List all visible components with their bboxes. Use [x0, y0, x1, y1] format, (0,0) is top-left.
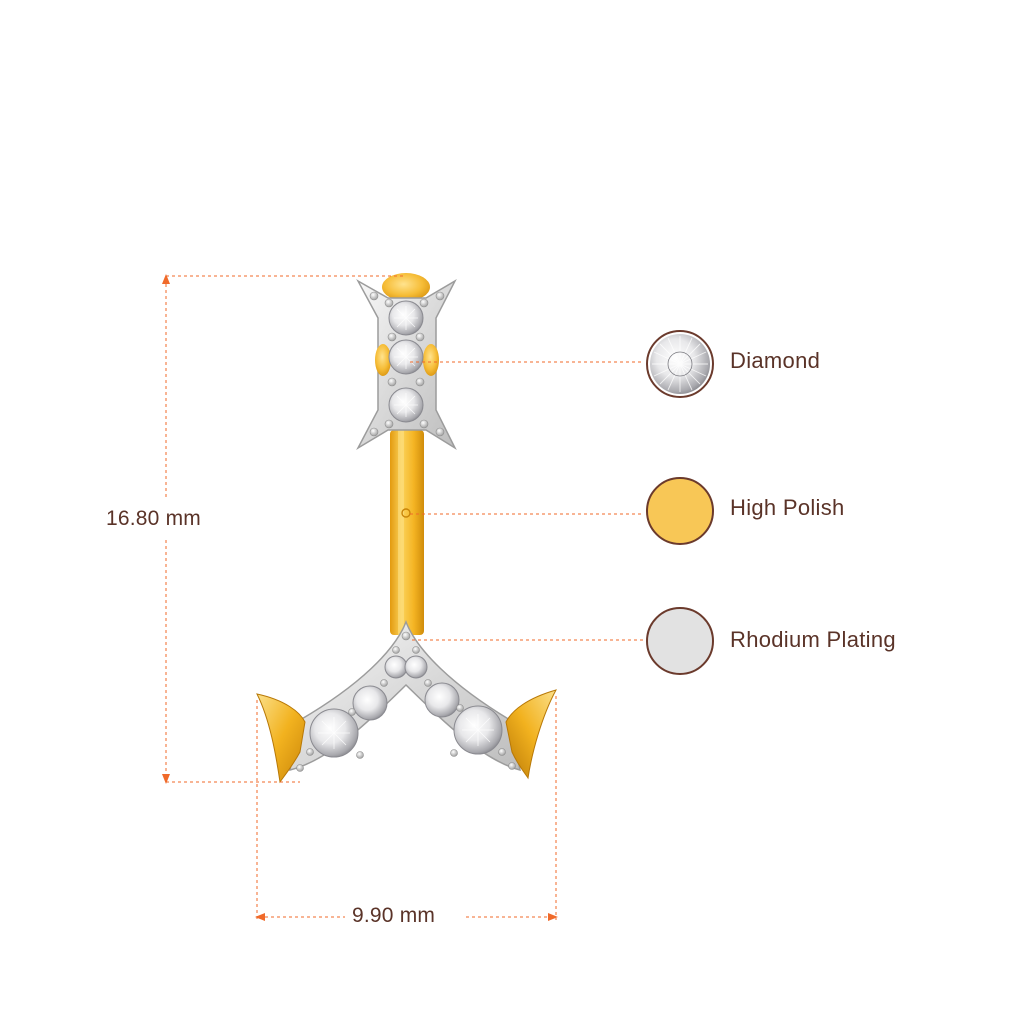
legend-label-diamond: Diamond [730, 348, 821, 373]
height-label: 16.80 mm [106, 507, 201, 531]
height-arrowheads [162, 274, 170, 784]
legend-leaders [410, 361, 644, 641]
width-arrowheads [255, 913, 558, 921]
width-dimension [256, 696, 557, 920]
earring-illustration [256, 273, 558, 784]
bottom-diamonds [309, 655, 503, 758]
width-label: 9.90 mm [352, 904, 436, 928]
legend-label-high-polish: High Polish [730, 495, 845, 520]
gold-swatch-icon [646, 477, 714, 545]
legend-label-rhodium-plating: Rhodium Plating [730, 627, 896, 652]
rhodium-swatch-icon [646, 607, 714, 675]
top-diamonds [388, 300, 424, 423]
height-dimension [165, 275, 406, 783]
diamond-swatch-icon [646, 330, 714, 398]
